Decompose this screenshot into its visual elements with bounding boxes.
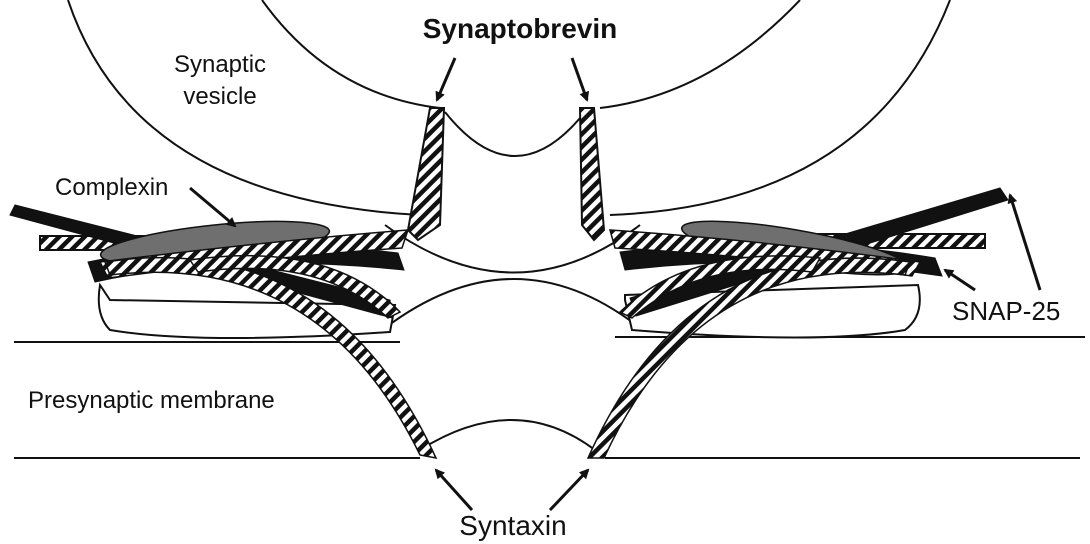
snare-bundle-left bbox=[10, 205, 436, 458]
complexin-label: Complexin bbox=[55, 174, 168, 201]
snap25-label: SNAP-25 bbox=[952, 296, 1060, 326]
arrow-synaptobrevin-right bbox=[572, 58, 587, 100]
syntaxin-tm-left bbox=[105, 258, 436, 458]
arrow-synaptobrevin-left bbox=[437, 58, 455, 100]
arrow-complexin bbox=[190, 188, 235, 226]
snare-bundle-right bbox=[588, 188, 1008, 458]
synaptic-vesicle-label-line1: Synaptic bbox=[174, 51, 266, 78]
arrow-syntaxin-right bbox=[550, 470, 588, 510]
arrow-syntaxin-left bbox=[436, 470, 472, 510]
arrow-snap25-upper bbox=[1010, 195, 1040, 290]
syntaxin-label: Syntaxin bbox=[459, 510, 566, 541]
presynaptic-membrane-label: Presynaptic membrane bbox=[28, 387, 275, 414]
synaptic-vesicle-label-line2: vesicle bbox=[183, 83, 256, 110]
synaptobrevin-left bbox=[408, 108, 444, 240]
vesicle-top-arc bbox=[262, 0, 440, 108]
synaptobrevin-right bbox=[580, 108, 604, 240]
vesicle-right-arc bbox=[610, 0, 950, 215]
synaptobrevin-strands bbox=[408, 108, 604, 240]
arrow-snap25-lower bbox=[945, 270, 975, 290]
vesicle-top-arc-right bbox=[600, 0, 800, 108]
synaptobrevin-label: Synaptobrevin bbox=[423, 13, 617, 44]
